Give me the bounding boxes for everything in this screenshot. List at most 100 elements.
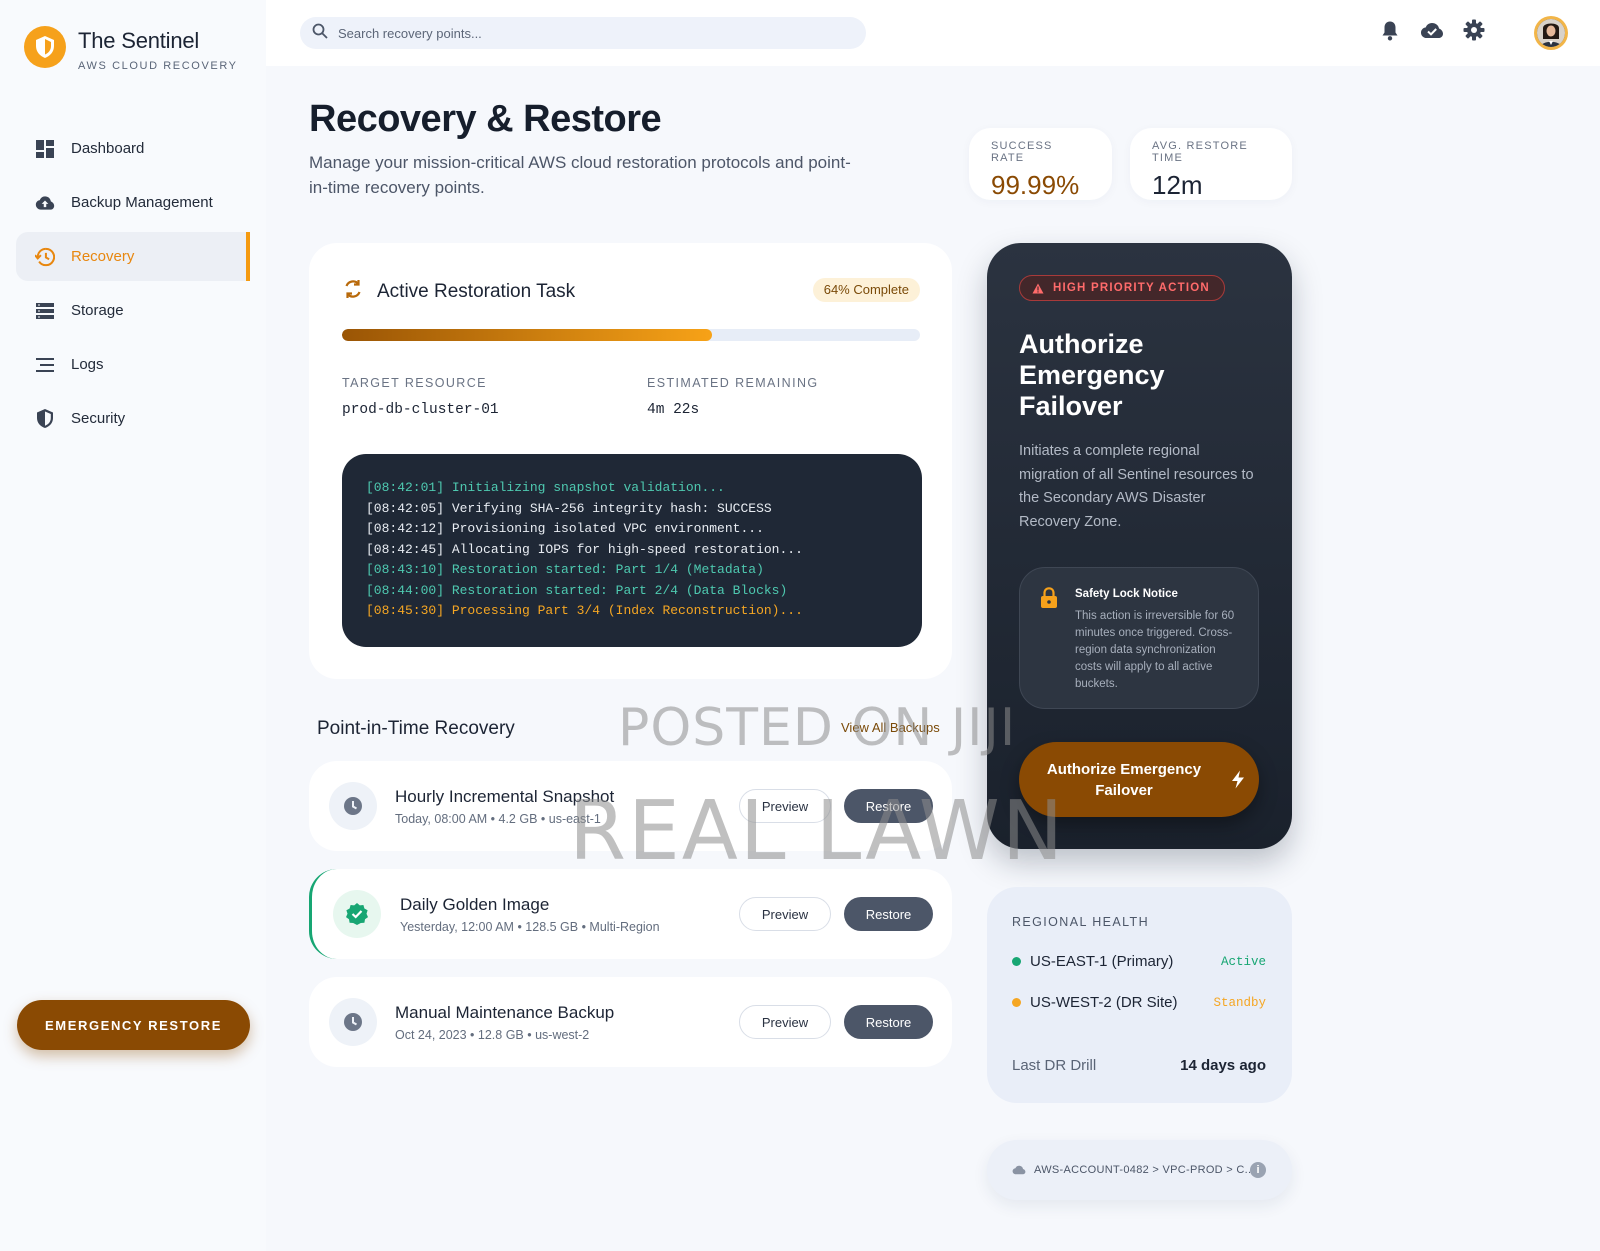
preview-button[interactable]: Preview xyxy=(739,789,831,823)
preview-button[interactable]: Preview xyxy=(739,897,831,931)
safety-notice-text: This action is irreversible for 60 minut… xyxy=(1075,610,1235,690)
user-photo-icon xyxy=(1537,19,1565,47)
bolt-icon xyxy=(1231,770,1245,792)
failover-title: Authorize Emergency Failover xyxy=(1019,329,1165,421)
task-title: Active Restoration Task xyxy=(377,280,576,302)
verified-icon xyxy=(333,890,381,938)
recovery-point-name: Manual Maintenance Backup xyxy=(395,1003,615,1022)
task-header: Active Restoration Task xyxy=(343,279,575,304)
view-all-backups-link[interactable]: View All Backups xyxy=(841,720,940,735)
target-resource-label: TARGET RESOURCE xyxy=(342,376,487,390)
sidebar-item-dashboard[interactable]: Dashboard xyxy=(16,124,250,173)
regional-health-title: REGIONAL HEALTH xyxy=(1012,915,1149,929)
watermark-line-1: POSTED ON JIJI xyxy=(618,698,1017,758)
restore-button[interactable]: Restore xyxy=(844,897,933,931)
safety-notice-title: Safety Lock Notice xyxy=(1075,588,1178,600)
authorize-failover-button[interactable]: Authorize Emergency Failover xyxy=(1019,742,1259,817)
success-rate-card: SUCCESS RATE 99.99% xyxy=(969,128,1112,200)
active-restoration-card: Active Restoration Task 64% Complete TAR… xyxy=(309,243,952,679)
status-dot xyxy=(1012,957,1021,966)
restore-button[interactable]: Restore xyxy=(844,789,933,823)
dashboard-icon xyxy=(35,139,55,159)
regional-health-card: REGIONAL HEALTH US-EAST-1 (Primary) Acti… xyxy=(987,887,1292,1103)
sidebar-item-label: Security xyxy=(71,410,126,427)
preview-button[interactable]: Preview xyxy=(739,1005,831,1039)
estimated-remaining-value: 4m 22s xyxy=(647,402,700,418)
log-line: [08:43:10] Restoration started: Part 1/4… xyxy=(366,562,764,577)
cloud-done-icon[interactable] xyxy=(1420,18,1444,42)
region-status: Active xyxy=(1220,954,1266,969)
sidebar-nav: Dashboard Backup Management Recovery Sto… xyxy=(16,124,250,448)
stat-value: 12m xyxy=(1152,170,1203,200)
recovery-point-row: Manual Maintenance Backup Oct 24, 2023 •… xyxy=(309,977,952,1067)
history-icon xyxy=(35,247,55,267)
region-name: US-WEST-2 (DR Site) xyxy=(1030,994,1178,1011)
restore-button[interactable]: Restore xyxy=(844,1005,933,1039)
last-dr-drill: Last DR Drill 14 days ago xyxy=(1012,1057,1266,1074)
search-bar xyxy=(300,17,866,49)
search-input[interactable] xyxy=(338,25,838,41)
dr-drill-value: 14 days ago xyxy=(1180,1057,1266,1074)
log-line: [08:45:30] Processing Part 3/4 (Index Re… xyxy=(366,603,803,618)
recovery-point-name: Daily Golden Image xyxy=(400,895,550,914)
avatar[interactable] xyxy=(1534,16,1568,50)
recovery-point-row: Daily Golden Image Yesterday, 12:00 AM •… xyxy=(309,869,952,959)
region-name: US-EAST-1 (Primary) xyxy=(1030,953,1174,970)
recovery-point-row: Hourly Incremental Snapshot Today, 08:00… xyxy=(309,761,952,851)
sidebar-item-recovery[interactable]: Recovery xyxy=(16,232,250,281)
failover-description: Initiates a complete regional migration … xyxy=(1019,443,1254,530)
clock-icon xyxy=(329,782,377,830)
brand: The Sentinel AWS CLOUD RECOVERY xyxy=(24,26,238,72)
watermark-line-2: REAL LAWN xyxy=(569,784,1066,879)
lock-icon xyxy=(1040,587,1058,614)
top-actions xyxy=(1378,18,1486,42)
cloud-icon xyxy=(1012,1165,1026,1175)
progress-badge: 64% Complete xyxy=(812,278,920,302)
shield-icon xyxy=(35,409,55,429)
log-line: [08:44:00] Restoration started: Part 2/4… xyxy=(366,582,788,598)
storage-icon xyxy=(35,301,55,321)
top-bar xyxy=(266,0,1600,66)
gear-icon[interactable] xyxy=(1462,18,1486,42)
restore-log-console: [08:42:01] Initializing snapshot validat… xyxy=(342,454,922,647)
sidebar: The Sentinel AWS CLOUD RECOVERY Dashboar… xyxy=(0,0,266,1251)
sidebar-item-security[interactable]: Security xyxy=(16,394,250,443)
region-row: US-EAST-1 (Primary) Active xyxy=(1012,953,1266,970)
sidebar-item-logs[interactable]: Logs xyxy=(16,340,250,389)
clock-icon xyxy=(329,998,377,1046)
brand-title: The Sentinel xyxy=(78,28,200,53)
recovery-point-meta: Yesterday, 12:00 AM • 128.5 GB • Multi-R… xyxy=(400,920,660,934)
sidebar-item-label: Logs xyxy=(71,356,104,373)
bell-icon[interactable] xyxy=(1378,18,1402,42)
emergency-failover-card: HIGH PRIORITY ACTION Authorize Emergency… xyxy=(987,243,1292,849)
status-dot xyxy=(1012,998,1021,1007)
shield-logo-icon xyxy=(24,26,66,68)
recovery-point-meta: Today, 08:00 AM • 4.2 GB • us-east-1 xyxy=(395,812,601,826)
sidebar-item-label: Recovery xyxy=(71,248,135,265)
breadcrumb-path[interactable]: AWS-ACCOUNT-0482 > VPC-PROD > C... xyxy=(1034,1164,1255,1176)
target-resource-value: prod-db-cluster-01 xyxy=(342,402,499,418)
sidebar-item-label: Storage xyxy=(71,302,124,319)
sidebar-item-backup-management[interactable]: Backup Management xyxy=(16,178,250,227)
emergency-restore-button[interactable]: EMERGENCY RESTORE xyxy=(17,1000,250,1050)
search-icon xyxy=(312,23,328,44)
resource-breadcrumb: AWS-ACCOUNT-0482 > VPC-PROD > C... i xyxy=(987,1140,1292,1200)
stat-label: AVG. RESTORE TIME xyxy=(1152,140,1248,164)
sidebar-item-label: Backup Management xyxy=(71,194,213,211)
recovery-point-meta: Oct 24, 2023 • 12.8 GB • us-west-2 xyxy=(395,1028,590,1042)
info-icon[interactable]: i xyxy=(1250,1162,1266,1178)
stat-value: 99.99% xyxy=(991,170,1080,200)
authorize-failover-label: Authorize Emergency Failover xyxy=(1046,761,1202,799)
log-line: [08:42:12] Provisioning isolated VPC env… xyxy=(366,521,764,536)
estimated-remaining-label: ESTIMATED REMAINING xyxy=(647,376,819,390)
cloud-upload-icon xyxy=(35,193,55,213)
log-line: [08:42:05] Verifying SHA-256 integrity h… xyxy=(366,500,772,516)
safety-lock-notice: Safety Lock Notice This action is irreve… xyxy=(1019,567,1259,709)
priority-label: HIGH PRIORITY ACTION xyxy=(1053,282,1210,294)
log-line: [08:42:01] Initializing snapshot validat… xyxy=(366,480,725,495)
brand-subtitle: AWS CLOUD RECOVERY xyxy=(78,60,238,72)
priority-badge: HIGH PRIORITY ACTION xyxy=(1019,275,1225,301)
sidebar-item-storage[interactable]: Storage xyxy=(16,286,250,335)
warning-icon xyxy=(1032,283,1044,294)
region-status: Standby xyxy=(1213,995,1266,1010)
